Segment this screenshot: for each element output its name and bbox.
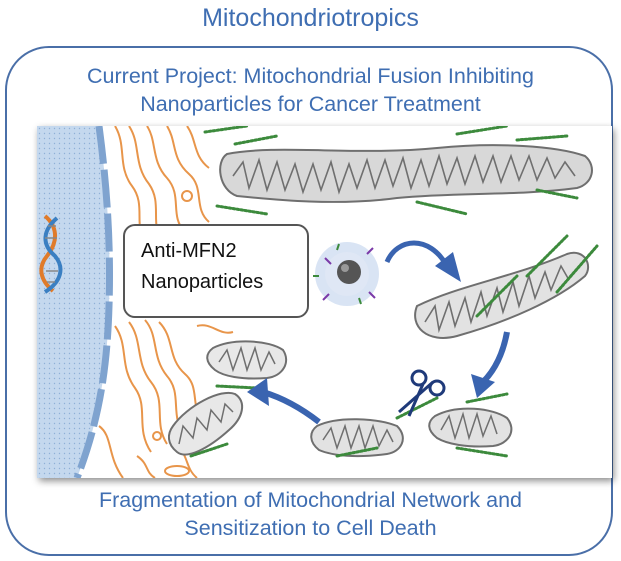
top-caption-line-2: Nanoparticles for Cancer Treatment [140, 92, 481, 116]
illustration-svg [37, 126, 599, 478]
top-caption: Current Project: Mitochondrial Fusion In… [0, 62, 621, 118]
scissors-icon [398, 369, 446, 417]
outer-frame [5, 46, 613, 556]
arrow-to-fragments [471, 331, 510, 398]
mitochondrion-fragmenting [414, 251, 590, 339]
bottom-caption-line-1: Fragmentation of Mitochondrial Network a… [98, 488, 523, 512]
mitochondrion-fragment-2 [428, 407, 513, 448]
top-caption-line-1: Current Project: Mitochondrial Fusion In… [87, 64, 534, 88]
nanoparticle-icon [313, 242, 379, 306]
arrow-to-apoptosis [247, 378, 321, 425]
callout-line-2: Nanoparticles [141, 271, 264, 293]
nucleus [37, 126, 113, 478]
callout-line-1: Anti-MFN2 [141, 240, 237, 262]
page-title: Mitochondriotropics [202, 4, 419, 32]
arrow-to-network [384, 240, 461, 282]
mitochondrion-network [219, 144, 593, 203]
dna-helix-icon [39, 214, 63, 294]
mfn2-proteins [189, 126, 599, 458]
bottom-caption-line-2: Sensitization to Cell Death [184, 516, 437, 540]
nanoparticle-callout: Anti-MFN2 Nanoparticles [123, 224, 309, 318]
mitochondrion-fragment-1 [310, 418, 404, 458]
illustration-panel [37, 126, 612, 478]
mitochondrion-fragment-3 [206, 340, 288, 380]
bottom-caption: Fragmentation of Mitochondrial Network a… [0, 486, 621, 542]
mitochondrion-fragment-4 [167, 391, 244, 456]
